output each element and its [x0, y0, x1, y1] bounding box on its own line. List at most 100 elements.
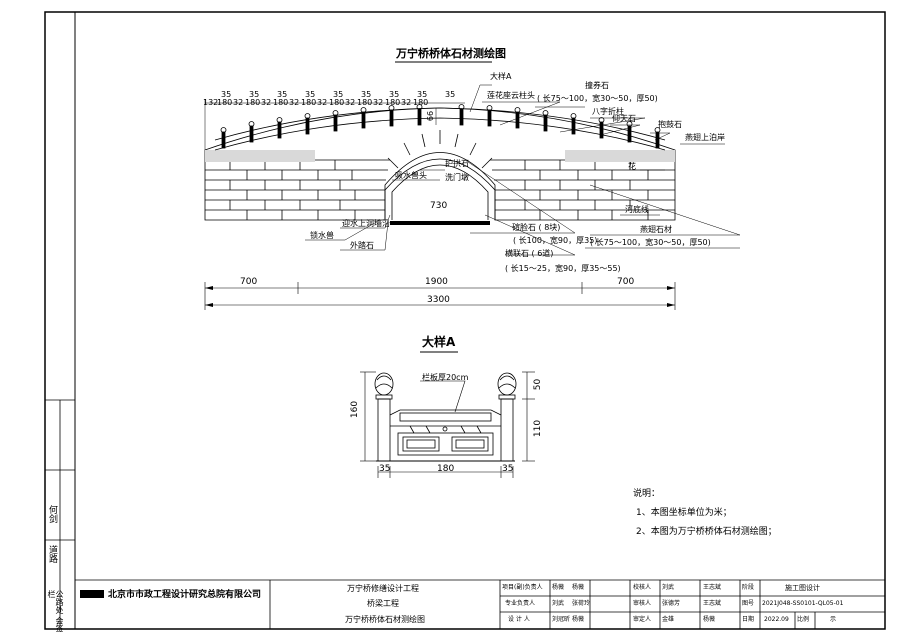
top-dim: 35 [445, 90, 456, 99]
detail-w-middle: 180 [437, 464, 455, 474]
detail-panel-label: 栏板厚20cm [422, 373, 469, 382]
top-dim: 35 [389, 90, 400, 99]
label-keystone-size: ( 长100，宽90，厚35) [513, 236, 598, 245]
top-dim: 32 [261, 98, 272, 107]
tb-cell: 杨薇 [703, 616, 716, 623]
dim-total: 3300 [427, 295, 450, 305]
label-yanchi-revetment: 燕翅上泊岸 [685, 133, 725, 142]
label-detail-a: 大样A [490, 72, 512, 81]
dim-right: 700 [617, 277, 635, 287]
sixty-six-dim: 66 [426, 110, 436, 122]
label-wedge-stone: 撞券石 [585, 81, 609, 90]
note-item: 1、本图坐标单位为米； [636, 508, 732, 518]
tb-cell: 刘冠昕 [552, 616, 571, 623]
tb-cell: 校核人 [633, 584, 652, 591]
top-dim: 180 [217, 98, 233, 107]
label-outer-stone: 外踏石 [350, 241, 374, 250]
top-dim: 35 [221, 90, 232, 99]
top-dim: 35 [249, 90, 260, 99]
top-dim: 35 [305, 90, 316, 99]
bridge-elevation [204, 107, 676, 221]
title-block-frame [75, 579, 885, 629]
top-dim: 35 [333, 90, 344, 99]
project-line-1: 万宁桥修缮设计工程 [347, 584, 419, 593]
label-lock-stone: 锁水兽 [310, 231, 334, 240]
top-dim: 180 [301, 98, 317, 107]
tb-cell: 阶段 [742, 584, 755, 591]
project-line-2: 桥梁工程 [367, 599, 399, 608]
top-dim: 32 [401, 98, 412, 107]
tb-cell: 2021J048-SS0101-QL05-01 [762, 600, 844, 607]
tb-cell: 刘武 [662, 584, 675, 591]
top-dim: 32 [373, 98, 384, 107]
note-item: 2、本图为万宁桥桥体石材测绘图； [636, 527, 777, 537]
tb-cell: 张荷玲 [572, 600, 591, 607]
top-dim: 180 [245, 98, 261, 107]
detail-w-left: 35 [379, 464, 391, 474]
detail-h-bottom: 110 [533, 419, 544, 438]
top-dim: 35 [361, 90, 372, 99]
top-dim: 132 [203, 98, 219, 107]
detail-h-total: 160 [350, 400, 361, 419]
tb-cell: 示 [830, 616, 837, 623]
label-span-730: 730 [430, 201, 448, 211]
label-stone-course: 燕翅石材 [640, 225, 672, 234]
company-name: 北京市市政工程设计研究总院有限公司 [108, 590, 262, 600]
left-strip-name: 何剑 [47, 505, 57, 523]
tb-cell: 审定人 [633, 616, 652, 623]
label-flower-marker: 花 [628, 162, 636, 171]
left-strip-signoff: 公路处 会签栏 [47, 590, 64, 633]
label-arch-wall: 迎水上洞墙沿 [342, 219, 390, 228]
tb-cell: 杨薇 [572, 616, 585, 623]
tb-cell: 2022.09 [764, 616, 789, 623]
railing [214, 104, 666, 151]
top-dim: 180 [385, 98, 401, 107]
tb-cell: 王志斌 [703, 600, 722, 607]
top-dim: 35 [277, 90, 288, 99]
tb-cell: 图号 [742, 600, 755, 607]
top-dim: 180 [413, 98, 429, 107]
label-ring-stone-size: ( 长15～25，宽90，厚35～55) [505, 264, 621, 273]
drawing-title: 万宁桥桥体石材测绘图 [396, 47, 506, 60]
tb-cell: 比例 [797, 616, 810, 623]
detail-h-top: 50 [533, 378, 544, 391]
label-octagon-post: 八字折柱 [592, 107, 624, 116]
tb-cell: 专业负责人 [505, 600, 536, 607]
tb-cell: 日期 [742, 616, 755, 623]
tb-cell: 施工图设计 [785, 584, 820, 592]
tb-cell: 项目(副)负责人 [502, 584, 543, 591]
label-guard-stone: 护拱石 [445, 159, 469, 168]
project-line-3: 万宁桥桥体石材测绘图 [345, 615, 425, 624]
label-ring-stone: 横联石 ( 6道) [505, 249, 554, 258]
tb-cell: 张德芳 [662, 600, 681, 607]
company-logo-mark [80, 590, 104, 598]
label-keystone-count: 碹脸石 ( 8块) [512, 223, 561, 232]
label-wedge-stone-size: ( 长75～100，宽30～50，厚50) [537, 94, 658, 103]
tb-cell: 刘武 [552, 600, 565, 607]
tb-cell: 杨薇 [552, 584, 565, 591]
tb-cell: 王志斌 [703, 584, 722, 591]
top-dim: 180 [273, 98, 289, 107]
label-beast-head: 吸水兽头 [395, 171, 427, 180]
tb-cell: 设 计 人 [508, 616, 530, 623]
top-dim: 32 [317, 98, 328, 107]
label-water-line: 河底线 [625, 205, 649, 214]
top-dim: 32 [345, 98, 356, 107]
label-stone-course-size: ( 长75～100，宽30～50，厚50) [590, 238, 711, 247]
top-dim: 180 [357, 98, 373, 107]
tb-cell: 审核人 [633, 600, 652, 607]
detail-a-railing [374, 372, 517, 462]
detail-a-title: 大样A [422, 335, 456, 349]
top-dim: 180 [329, 98, 345, 107]
tb-cell: 杨薇 [572, 584, 585, 591]
label-fu-gu-stone: 抱鼓石 [658, 120, 682, 129]
top-dim: 32 [289, 98, 300, 107]
tb-cell: 金雄 [662, 616, 675, 623]
top-dim: 32 [233, 98, 244, 107]
detail-w-right: 35 [502, 464, 514, 474]
label-arch-face: 洗门墩 [445, 173, 469, 182]
label-lotus-post: 莲花座云柱头 [487, 91, 535, 100]
top-dim: 35 [417, 90, 428, 99]
top-dimension-row: 132 180 32 180 32 180 32 180 32 180 32 1… [203, 91, 468, 109]
